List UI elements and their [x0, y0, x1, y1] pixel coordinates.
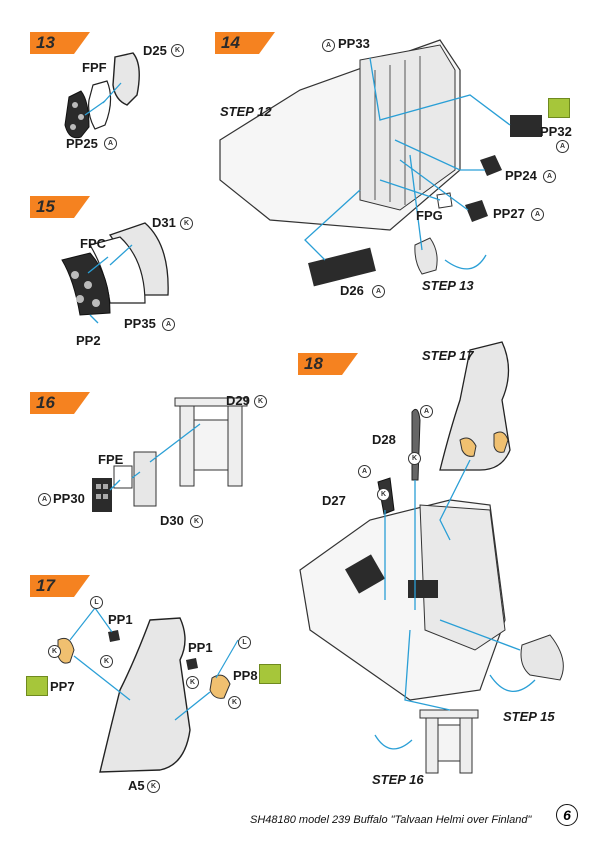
a-badge-icon: A [372, 285, 385, 298]
label-pp33: PP33 [338, 36, 370, 51]
k-badge-icon: K [147, 780, 160, 793]
ref-step-12: STEP 12 [220, 104, 272, 119]
k-badge-icon: K [171, 44, 184, 57]
footer-caption: SH48180 model 239 Buffalo "Talvaan Helmi… [250, 814, 532, 826]
step-17-flag: 17 [30, 575, 90, 597]
step-13-drawing [64, 52, 140, 139]
ref-step-13: STEP 13 [422, 278, 474, 293]
label-d30: D30 [160, 513, 184, 528]
step-17-number: 17 [36, 576, 55, 595]
step-13-flag: 13 [30, 32, 90, 54]
label-pp30: PP30 [53, 491, 85, 506]
label-pp7: PP7 [50, 679, 75, 694]
a-badge-icon: A [358, 465, 371, 478]
label-d28: D28 [372, 432, 396, 447]
a-badge-icon: A [38, 493, 51, 506]
label-fpe: FPE [98, 452, 124, 467]
k-badge-icon: K [254, 395, 267, 408]
step-16-number: 16 [36, 393, 55, 412]
label-pp2: PP2 [76, 333, 101, 348]
l-badge-icon: L [238, 636, 251, 649]
a-badge-icon: A [556, 140, 569, 153]
k-badge-icon: K [190, 515, 203, 528]
a-badge-icon: A [420, 405, 433, 418]
step-18-flag: 18 [298, 353, 358, 375]
ref-step-16: STEP 16 [372, 772, 424, 787]
k-badge-icon: K [377, 488, 390, 501]
label-pp32: PP32 [540, 124, 572, 139]
label-d26: D26 [340, 283, 364, 298]
step-14-cockpit-drawing [219, 39, 542, 287]
pen-icon [548, 98, 570, 118]
label-pp35: PP35 [124, 316, 156, 331]
k-badge-icon: K [180, 217, 193, 230]
page-number: 6 [556, 804, 578, 826]
pen-icon [259, 664, 281, 684]
label-d29: D29 [226, 393, 250, 408]
step-14-flag: 14 [215, 32, 275, 54]
label-a5: A5 [128, 778, 145, 793]
label-pp27: PP27 [493, 206, 525, 221]
ref-step-15: STEP 15 [503, 709, 555, 724]
label-d27: D27 [322, 493, 346, 508]
k-badge-icon: K [408, 452, 421, 465]
k-badge-icon: K [228, 696, 241, 709]
a-badge-icon: A [322, 39, 335, 52]
step-18-number: 18 [304, 354, 323, 373]
a-badge-icon: A [104, 137, 117, 150]
l-badge-icon: L [90, 596, 103, 609]
label-pp24: PP24 [505, 168, 537, 183]
step-16-drawing [92, 397, 248, 512]
step-15-number: 15 [36, 197, 55, 216]
ref-step-17: STEP 17 [422, 348, 474, 363]
k-badge-icon: K [186, 676, 199, 689]
label-fpf: FPF [82, 60, 107, 75]
label-fpg: FPG [416, 208, 443, 223]
label-pp8: PP8 [233, 668, 258, 683]
a-badge-icon: A [162, 318, 175, 331]
k-badge-icon: K [100, 655, 113, 668]
label-d31: D31 [152, 215, 176, 230]
a-badge-icon: A [531, 208, 544, 221]
step-15-drawing [61, 222, 169, 324]
label-pp1-left: PP1 [108, 612, 133, 627]
step-16-flag: 16 [30, 392, 90, 414]
label-fpc: FPC [80, 236, 106, 251]
label-d25: D25 [143, 43, 167, 58]
pen-icon [26, 676, 48, 696]
step-14-number: 14 [221, 33, 240, 52]
step-18-cockpit-drawing [299, 341, 564, 774]
step-17-seat-drawing [57, 607, 239, 773]
step-15-flag: 15 [30, 196, 90, 218]
k-badge-icon: K [48, 645, 61, 658]
step-13-number: 13 [36, 33, 55, 52]
label-pp1-right: PP1 [188, 640, 213, 655]
label-pp25: PP25 [66, 136, 98, 151]
a-badge-icon: A [543, 170, 556, 183]
